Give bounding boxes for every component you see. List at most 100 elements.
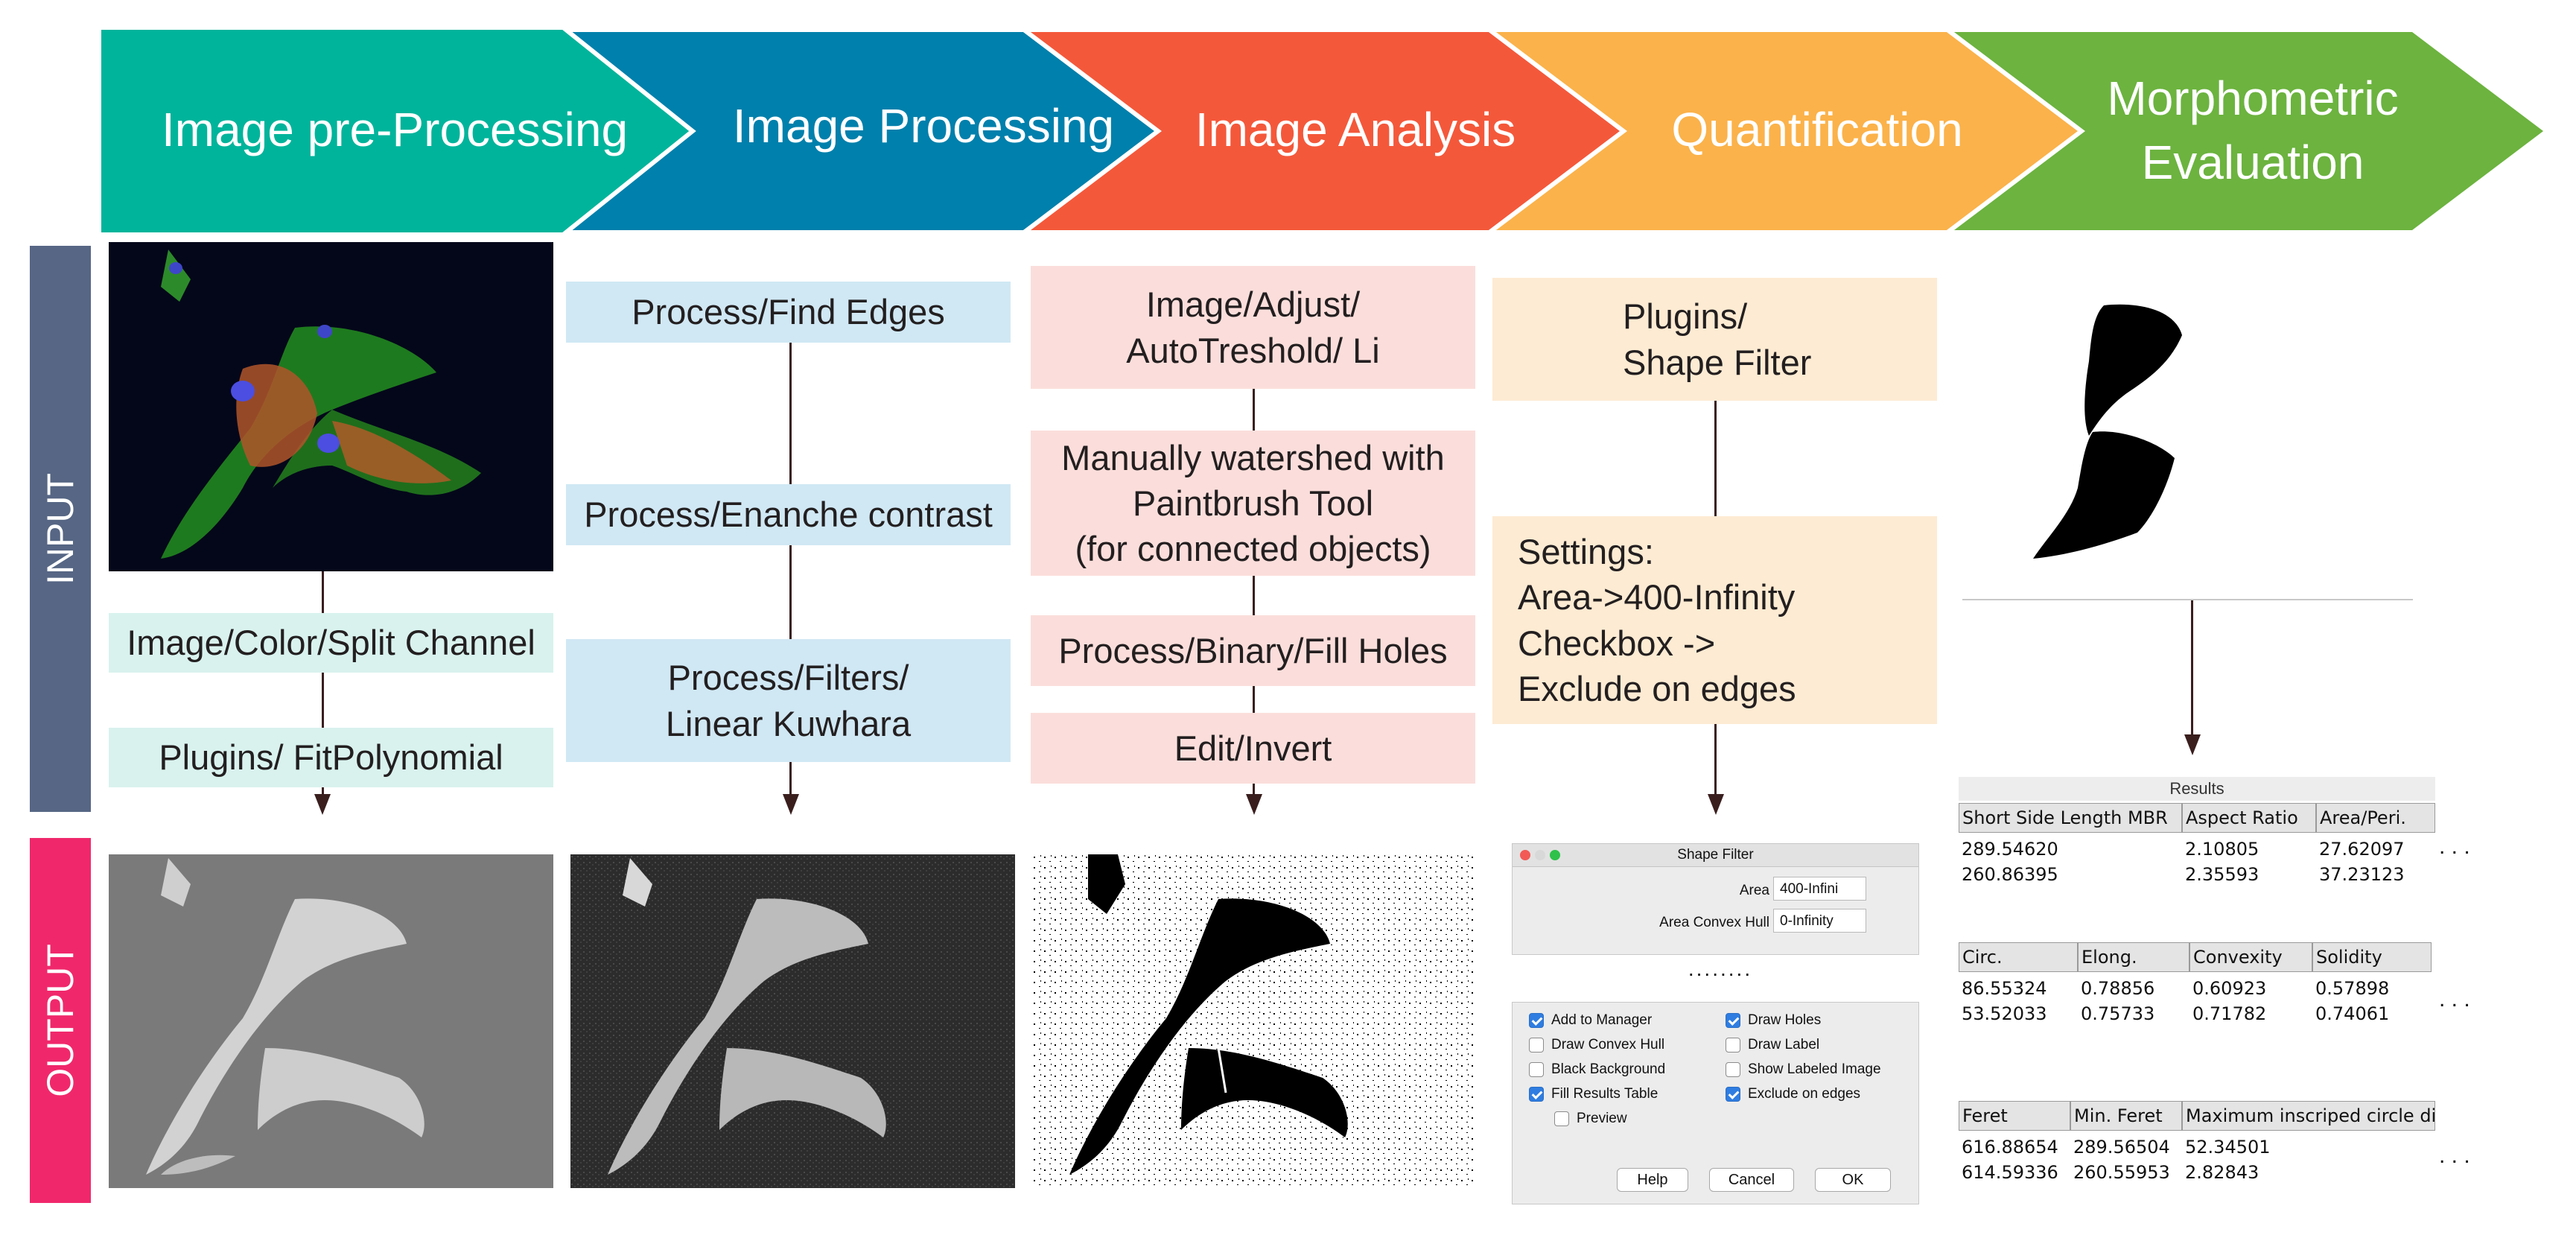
step-fitpolynomial: Plugins/ FitPolynomial	[109, 728, 553, 787]
table-cell: 616.88654	[1962, 1137, 2058, 1158]
checkbox-label: Black Background	[1551, 1061, 1666, 1077]
arrow-down-icon	[1708, 794, 1724, 815]
table-cell: 0.74061	[2315, 1003, 2390, 1024]
checkbox-label: Draw Holes	[1748, 1012, 1822, 1028]
column-header[interactable]: Feret	[1959, 1101, 2070, 1131]
table-cell: 0.78856	[2081, 978, 2155, 999]
stage-label-1: Image pre-Processing	[161, 103, 629, 157]
checkbox[interactable]	[1726, 1087, 1740, 1102]
step-settings: Settings: Area->400-Infinity Checkbox ->…	[1492, 516, 1937, 724]
step-invert: Edit/Invert	[1031, 713, 1475, 784]
column-header[interactable]: Min. Feret	[2070, 1101, 2182, 1131]
table-cell: 289.56504	[2073, 1137, 2170, 1158]
checkbox-label: Draw Convex Hull	[1551, 1037, 1665, 1053]
column-header[interactable]: Solidity	[2312, 942, 2432, 972]
arrow-down-icon	[783, 794, 799, 815]
table-cell: 2.82843	[2185, 1162, 2259, 1183]
table-cell: 2.35593	[2185, 864, 2259, 885]
output-grayscale-image	[109, 854, 553, 1188]
table-cell: 37.23123	[2319, 864, 2405, 885]
step-autothreshold: Image/Adjust/ AutoTreshold/ Li	[1031, 266, 1475, 389]
checkbox-label: Show Labeled Image	[1748, 1061, 1881, 1077]
input-side-label: INPUT	[30, 246, 91, 812]
dialog-ellipsis: ........	[1688, 957, 1753, 980]
column-header[interactable]: Area/Peri.	[2316, 803, 2435, 833]
column-header[interactable]: Convexity	[2189, 942, 2312, 972]
flow-line	[1714, 401, 1717, 516]
column-header[interactable]: Elong.	[2078, 942, 2189, 972]
arrow-down-icon	[1246, 794, 1262, 815]
maximize-window-icon[interactable]	[1550, 850, 1560, 860]
checkbox-label: Draw Label	[1748, 1037, 1820, 1053]
stage-label-2: Image Processing	[732, 99, 1115, 153]
table-cell: 2.10805	[2185, 839, 2259, 860]
area-convex-hull-label: Area Convex Hull	[1659, 915, 1769, 930]
arrow-down-icon	[314, 794, 331, 815]
cancel-button[interactable]: Cancel	[1709, 1168, 1794, 1192]
stage-label-5: Morphometric Evaluation	[2107, 71, 2399, 189]
table-cell: 0.75733	[2081, 1003, 2155, 1024]
help-button[interactable]: Help	[1617, 1168, 1688, 1192]
checkbox-label: Exclude on edges	[1748, 1086, 1861, 1102]
flow-line	[2191, 600, 2193, 749]
table-cell: 27.62097	[2319, 839, 2405, 860]
results-ellipsis-3: . . .	[2439, 1143, 2470, 1168]
stage-arrows	[101, 28, 2551, 235]
step-watershed: Manually watershed with Paintbrush Tool …	[1031, 431, 1475, 576]
table-cell: 0.71782	[2192, 1003, 2267, 1024]
table-cell: 614.59336	[1962, 1162, 2058, 1183]
window-title: Shape Filter	[1677, 847, 1754, 863]
step-shape-filter: Plugins/ Shape Filter	[1492, 278, 1937, 401]
step-find-edges: Process/Find Edges	[566, 282, 1011, 343]
window-titlebar: Shape Filter	[1513, 844, 1918, 867]
step-fill-holes: Process/Binary/Fill Holes	[1031, 615, 1475, 686]
checkbox[interactable]	[1726, 1062, 1740, 1077]
close-window-icon[interactable]	[1520, 850, 1530, 860]
checkbox[interactable]	[1554, 1111, 1569, 1126]
stage-label-4: Quantification	[1671, 103, 1963, 157]
flow-line	[789, 343, 792, 808]
checkbox[interactable]	[1529, 1062, 1544, 1077]
table-cell: 86.55324	[1962, 978, 2047, 999]
column-header[interactable]: Maximum inscriped circle dia	[2182, 1101, 2435, 1131]
results-table-3: Feret 616.88654 614.59336 Min. Feret 289.565…	[1959, 1101, 2435, 1198]
checkbox[interactable]	[1726, 1038, 1740, 1053]
checkbox[interactable]	[1529, 1013, 1544, 1028]
results-ellipsis-1: . . .	[2439, 834, 2470, 859]
results-ellipsis-2: . . .	[2439, 987, 2470, 1012]
flow-line	[1253, 387, 1255, 808]
checkbox-label: Preview	[1577, 1111, 1627, 1126]
input-fluorescence-image	[109, 242, 553, 571]
step-linear-kuwahara: Process/Filters/ Linear Kuwhara	[566, 639, 1011, 762]
checkbox-label: Add to Manager	[1551, 1012, 1653, 1028]
column-header[interactable]: Circ.	[1959, 942, 2078, 972]
checkbox[interactable]	[1529, 1038, 1544, 1053]
output-edges-image	[570, 854, 1015, 1188]
area-label: Area	[1739, 883, 1769, 898]
arrow-down-icon	[2184, 734, 2201, 755]
minimize-window-icon[interactable]	[1535, 850, 1545, 860]
area-field[interactable]: 400-Infini	[1773, 877, 1866, 901]
step-enhance-contrast: Process/Enanche contrast	[566, 484, 1011, 545]
table-cell: 289.54620	[1962, 839, 2058, 860]
table-cell: 52.34501	[2185, 1137, 2271, 1158]
step-split-channel: Image/Color/Split Channel	[109, 613, 553, 673]
results-title: Results	[1959, 777, 2435, 801]
checkbox[interactable]	[1726, 1013, 1740, 1028]
divider	[1962, 599, 2413, 600]
area-convex-hull-field[interactable]: 0-Infinity	[1773, 909, 1866, 933]
results-table-2: Circ. 86.55324 53.52033 Elong. 0.78856 0.7573…	[1959, 942, 2435, 1039]
checkbox[interactable]	[1529, 1087, 1544, 1102]
ok-button[interactable]: OK	[1815, 1168, 1891, 1192]
column-header[interactable]: Aspect Ratio	[2182, 803, 2316, 833]
stage-arrow-1	[101, 30, 693, 232]
input-binary-shape-image	[2003, 294, 2286, 570]
table-cell: 53.52033	[1962, 1003, 2047, 1024]
flow-line	[322, 571, 324, 810]
column-header[interactable]: Short Side Length MBR	[1959, 803, 2182, 833]
stage-label-3: Image Analysis	[1195, 103, 1516, 157]
output-side-label: OUTPUT	[30, 838, 91, 1203]
